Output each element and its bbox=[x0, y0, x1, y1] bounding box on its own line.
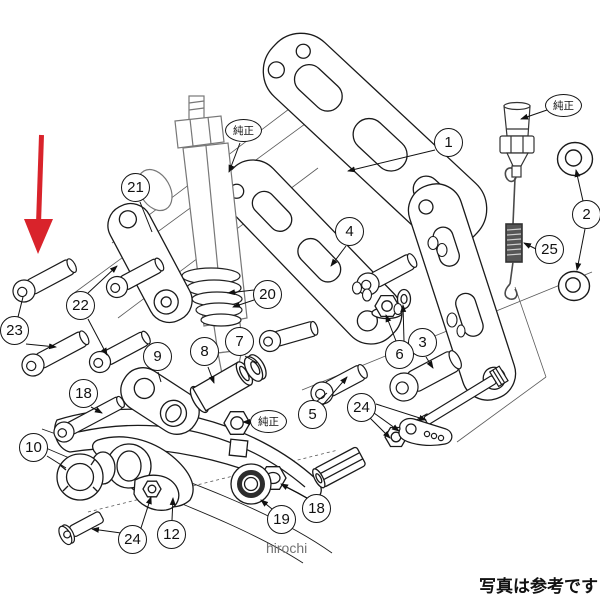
watermark-text: hirochi bbox=[266, 540, 308, 556]
callout-24-right: 24 bbox=[347, 393, 376, 422]
dogbone-link-9 bbox=[120, 367, 200, 435]
callout-19: 19 bbox=[267, 505, 296, 534]
reference-caption: 写真は参考です bbox=[479, 577, 598, 596]
callout-20: 20 bbox=[253, 280, 282, 309]
oem-label-top-right: 純正 bbox=[545, 94, 582, 117]
callout-24-left: 24 bbox=[118, 525, 147, 554]
leader-lines bbox=[17, 109, 586, 534]
callout-18-right: 18 bbox=[302, 494, 331, 523]
callout-2: 2 bbox=[572, 200, 600, 229]
return-spring-25 bbox=[504, 167, 523, 300]
callout-9: 9 bbox=[143, 342, 172, 371]
rod-end-19 bbox=[228, 438, 272, 505]
lock-collar-10 bbox=[56, 451, 116, 501]
oem-rod-part bbox=[499, 101, 535, 178]
bolts bbox=[12, 253, 462, 546]
oem-label-center: 純正 bbox=[250, 410, 287, 433]
callout-4: 4 bbox=[335, 217, 364, 246]
callout-21: 21 bbox=[121, 173, 150, 202]
hex-standoff bbox=[312, 446, 366, 489]
callout-22: 22 bbox=[66, 291, 95, 320]
red-arrow-annotation bbox=[24, 134, 53, 254]
callout-5: 5 bbox=[298, 400, 327, 429]
callout-10: 10 bbox=[19, 433, 48, 462]
callout-25: 25 bbox=[535, 235, 564, 264]
preload-adjuster-rings bbox=[181, 267, 243, 327]
callout-1: 1 bbox=[434, 128, 463, 157]
axle-and-lever-24 bbox=[398, 365, 509, 446]
callout-6: 6 bbox=[385, 340, 414, 369]
callout-7: 7 bbox=[225, 327, 254, 356]
callout-12: 12 bbox=[157, 520, 186, 549]
callout-18-left: 18 bbox=[69, 379, 98, 408]
callout-23: 23 bbox=[0, 316, 29, 345]
washers-2 bbox=[556, 141, 594, 302]
bushing-8 bbox=[189, 361, 254, 414]
callout-8: 8 bbox=[190, 337, 219, 366]
oem-label-top-center: 純正 bbox=[225, 119, 262, 142]
